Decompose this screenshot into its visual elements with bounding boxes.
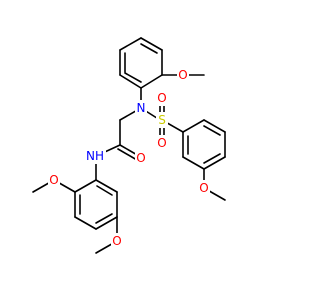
oxygen-atom: O [156, 135, 168, 151]
bond [140, 37, 163, 51]
bond-inner [203, 153, 221, 164]
bond-inner [124, 72, 142, 83]
bond [119, 37, 142, 51]
atom-label: O [178, 68, 187, 82]
sulfur-atom: S [156, 112, 168, 128]
bond [95, 179, 118, 193]
oxygen-atom: O [135, 150, 147, 166]
amide-nh-atom: NH [84, 148, 106, 164]
bond [140, 74, 163, 89]
oxygen-atom: O [177, 67, 189, 83]
atom-label: O [157, 136, 166, 150]
oxygen-atom: O [48, 172, 60, 188]
bond-inner [203, 125, 221, 136]
bond-inner [96, 185, 113, 196]
atom-label: O [112, 234, 121, 248]
oxygen-atom: O [198, 180, 210, 196]
oxygen-atom: O [111, 233, 123, 249]
bond [95, 216, 118, 230]
bond-layer [32, 37, 226, 254]
atom-label: NH [86, 149, 104, 163]
bond [117, 148, 138, 161]
atom-label: O [157, 91, 166, 105]
bond [203, 119, 226, 133]
atom-label: O [136, 151, 145, 165]
bond-inner [95, 213, 113, 224]
bond [182, 119, 205, 133]
bond [74, 179, 97, 193]
atom-label: O [199, 181, 208, 195]
nitrogen-atom: N [135, 100, 147, 116]
atom-label: S [158, 113, 166, 127]
bond [119, 74, 142, 89]
atom-labels: O N O S O O O NH [48, 67, 210, 249]
atom-label: O [49, 173, 58, 187]
bond [74, 216, 97, 230]
oxygen-atom: O [156, 90, 168, 106]
bond [203, 156, 226, 170]
molecule-structure: O N O S O O O NH [32, 37, 226, 254]
bond [182, 156, 205, 170]
bond-inner [140, 43, 158, 54]
atom-label: N [137, 101, 146, 115]
